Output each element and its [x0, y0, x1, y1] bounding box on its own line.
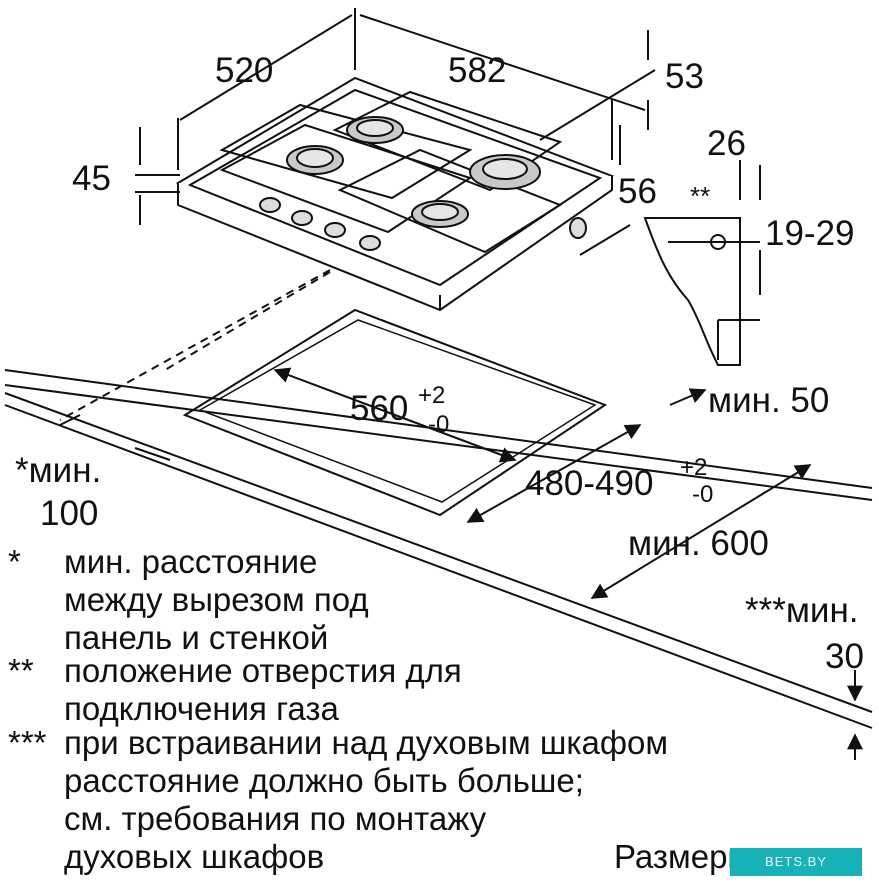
- watermark-logo: BETS.BY: [730, 848, 862, 876]
- min-30-label: ***мин.: [745, 591, 859, 630]
- note-1-line-3: панель и стенкой: [64, 619, 329, 656]
- min-100-label: *мин.: [15, 451, 101, 490]
- dim-582: 582: [448, 51, 506, 90]
- cutout-width-560: 560: [350, 389, 408, 428]
- cutout-depth-tol-plus: +2: [680, 454, 707, 481]
- note-1-line-2: между вырезом под: [64, 581, 369, 618]
- note-3-line-1: при встраивании над духовым шкафом: [64, 724, 669, 761]
- note-2-line-2: подключения газа: [64, 690, 339, 727]
- note-1-mark: *: [8, 543, 21, 580]
- note-3-mark: ***: [8, 724, 47, 761]
- dim-19-29: 19-29: [765, 214, 855, 253]
- cutout-width-tol-plus: +2: [418, 382, 445, 409]
- min-30-value: 30: [825, 637, 864, 676]
- min-100-value: 100: [40, 494, 98, 533]
- gas-position-mark: **: [690, 181, 710, 211]
- note-3-line-3: см. требования по монтажу: [64, 800, 487, 837]
- note-3-line-4: духовых шкафов: [64, 838, 325, 875]
- note-3-line-2: расстояние должно быть больше;: [64, 762, 584, 799]
- cutout-depth-tol-minus: -0: [692, 481, 713, 508]
- min-50: мин. 50: [708, 381, 829, 420]
- cutout-depth-480-490: 480-490: [525, 464, 653, 503]
- note-1-line-1: мин. расстояние: [64, 543, 318, 580]
- dim-53: 53: [665, 57, 704, 96]
- dim-26: 26: [707, 124, 746, 163]
- dim-56: 56: [618, 172, 657, 211]
- note-2-line-1: положение отверстия для: [64, 652, 462, 689]
- note-2-mark: **: [8, 652, 34, 689]
- side-profile: [643, 160, 761, 366]
- min-600: мин. 600: [628, 524, 769, 563]
- dim-45: 45: [72, 159, 111, 198]
- cutout-width-tol-minus: -0: [428, 411, 449, 438]
- hob-illustration: [175, 76, 615, 312]
- dim-520: 520: [215, 51, 273, 90]
